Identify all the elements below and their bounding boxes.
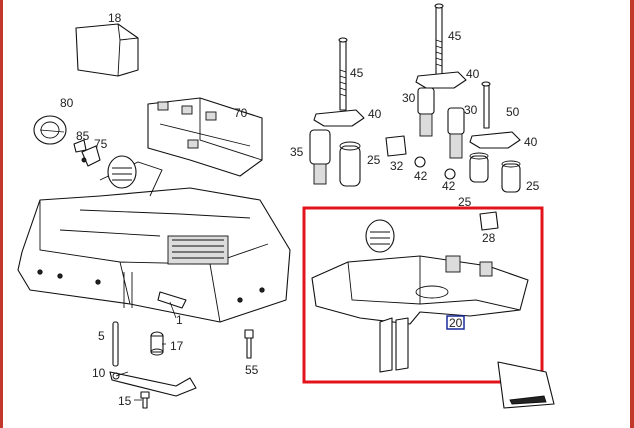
callout-5: 5: [98, 329, 105, 343]
callout-40-a: 40: [466, 67, 480, 81]
callout-70: 70: [234, 106, 248, 120]
part-25-sleeve-a[interactable]: [339, 141, 361, 187]
callout-85: 85: [76, 129, 90, 143]
part-15-screw[interactable]: [140, 391, 150, 409]
corner-stamp: [497, 361, 555, 409]
callout-40-b: 40: [368, 107, 382, 121]
part-30-solenoid-a[interactable]: [417, 87, 435, 137]
part-17-bushing[interactable]: [150, 331, 164, 356]
callout-20: 20: [449, 316, 463, 330]
part-25-sleeve-b[interactable]: [469, 152, 489, 183]
callout-30-b: 30: [464, 103, 478, 117]
callout-10: 10: [92, 366, 106, 380]
highlight-box: [302, 206, 544, 384]
part-75-plug[interactable]: [81, 145, 101, 167]
part-42-screw-a[interactable]: [414, 156, 426, 168]
callout-15: 15: [118, 394, 132, 408]
leader-lines: [115, 301, 177, 401]
part-1-main-assembly[interactable]: [17, 155, 291, 323]
part-45-bolt-b[interactable]: [434, 3, 444, 79]
callout-75: 75: [94, 137, 108, 151]
callout-45-b: 45: [350, 66, 364, 80]
callout-45-a: 45: [448, 29, 462, 43]
callout-35: 35: [290, 145, 304, 159]
part-18-cover[interactable]: [75, 23, 139, 77]
part-50-bolt[interactable]: [481, 81, 491, 129]
callout-40-c: 40: [524, 135, 538, 149]
callout-18: 18: [108, 11, 122, 25]
callout-1: 1: [176, 313, 183, 327]
callout-28: 28: [482, 231, 496, 245]
callout-50: 50: [506, 105, 520, 119]
part-40-bracket-c[interactable]: [469, 131, 521, 149]
part-10-lever[interactable]: [109, 371, 197, 397]
frame-edge-right: [630, 0, 634, 428]
part-35-solenoid[interactable]: [309, 129, 331, 185]
part-40-bracket-a[interactable]: [313, 109, 365, 127]
callout-17: 17: [170, 339, 184, 353]
callout-42-a: 42: [414, 169, 428, 183]
frame-edge-left: [0, 0, 3, 428]
part-20-valve-plate[interactable]: [311, 219, 529, 373]
part-80-disc[interactable]: [33, 115, 67, 145]
callout-80: 80: [60, 96, 74, 110]
part-45-bolt-a[interactable]: [338, 37, 348, 111]
callout-25-b: 25: [526, 179, 540, 193]
callout-25-a: 25: [367, 153, 381, 167]
callout-25-c: 25: [458, 195, 472, 209]
part-42-screw-b[interactable]: [444, 168, 456, 180]
callout-30-a: 30: [402, 91, 416, 105]
part-25-sleeve-c[interactable]: [501, 160, 521, 193]
part-28-clip[interactable]: [479, 211, 499, 231]
callout-32: 32: [390, 159, 404, 173]
part-30-solenoid-b[interactable]: [447, 107, 465, 159]
part-32-connector[interactable]: [385, 135, 407, 157]
part-40-bracket-b[interactable]: [415, 71, 467, 89]
part-5-pin[interactable]: [112, 321, 119, 367]
callout-20-box: [446, 315, 465, 330]
part-55-screw[interactable]: [244, 329, 254, 359]
callout-42-b: 42: [442, 179, 456, 193]
callout-55: 55: [245, 363, 259, 377]
part-70-valve-body[interactable]: [147, 97, 263, 177]
